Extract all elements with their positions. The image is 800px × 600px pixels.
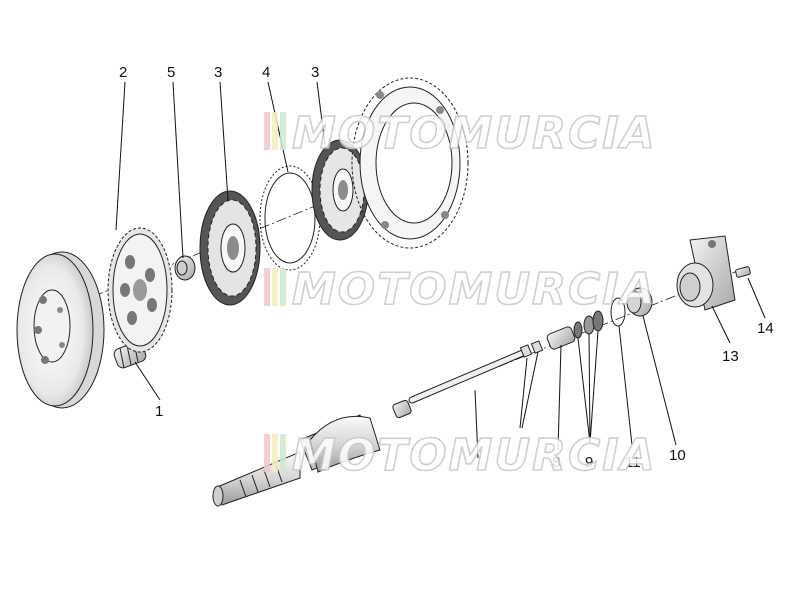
callout-5: 5 — [167, 64, 175, 81]
seals — [573, 310, 604, 339]
bushing — [392, 399, 412, 419]
main-shaft — [212, 414, 381, 507]
callout-3-left: 3 — [214, 64, 222, 81]
svg-text:MOTOMURCIA: MOTOMURCIA — [292, 264, 657, 315]
bolt — [735, 266, 751, 278]
watermark-top: MOTOMURCIA — [264, 107, 657, 160]
leader-6a — [519, 357, 528, 429]
callout-4: 4 — [262, 64, 270, 81]
piston-pin — [546, 326, 576, 350]
center-axis-upper — [59, 199, 331, 311]
leader-9c — [589, 330, 599, 444]
callout-8: 8 — [552, 454, 560, 471]
leader-9a — [577, 337, 591, 444]
leader-3a — [219, 81, 229, 201]
watermark-middle: MOTOMURCIA — [264, 263, 657, 316]
hub — [174, 255, 196, 281]
leader-9b — [588, 333, 591, 444]
circlip — [610, 297, 626, 327]
leader-13 — [711, 305, 731, 344]
callout-9: 9 — [585, 454, 593, 471]
callout-2: 2 — [119, 64, 127, 81]
leader-7 — [474, 389, 479, 459]
callout-11: 11 — [625, 454, 641, 471]
leader-8 — [557, 344, 562, 451]
watermark-bottom: MOTOMURCIA — [264, 429, 657, 482]
piston — [626, 287, 653, 317]
callout-1: 1 — [155, 403, 163, 420]
slave-cylinder — [676, 235, 736, 311]
callout-13: 13 — [722, 348, 739, 365]
leader-6b — [521, 351, 539, 429]
leader-2 — [115, 81, 126, 231]
callout-14: 14 — [757, 320, 774, 337]
svg-text:MOTOMURCIA: MOTOMURCIA — [292, 108, 657, 159]
steel-ring — [259, 165, 321, 271]
leader-1 — [134, 361, 161, 401]
callout-3-right: 3 — [311, 64, 319, 81]
friction-disc-right — [311, 139, 369, 241]
ring-gear — [351, 77, 469, 249]
leader-10 — [642, 315, 677, 446]
gear-plate — [107, 227, 173, 353]
callout-10: 10 — [669, 447, 686, 464]
svg-text:MOTOMURCIA: MOTOMURCIA — [292, 430, 657, 481]
leader-5 — [172, 81, 184, 259]
friction-disc-left — [199, 190, 261, 306]
leader-11 — [618, 325, 633, 446]
pushrod — [408, 340, 544, 404]
flywheel — [16, 251, 105, 409]
leader-14 — [747, 277, 766, 319]
leader-3b — [316, 81, 326, 146]
